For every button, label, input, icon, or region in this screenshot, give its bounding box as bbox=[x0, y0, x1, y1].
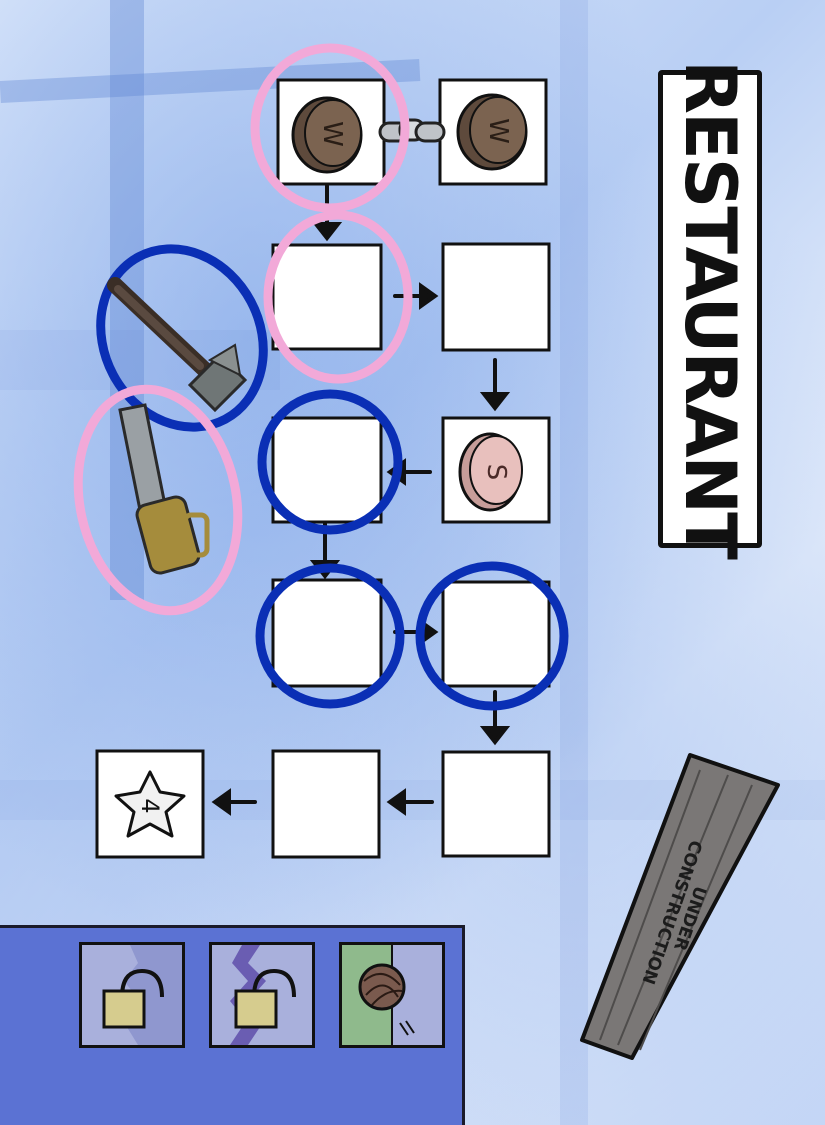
slot-7[interactable] bbox=[273, 580, 381, 686]
slot-4[interactable] bbox=[443, 244, 549, 350]
padlock-icon bbox=[236, 971, 294, 1027]
arrow-left-2-head bbox=[390, 792, 404, 812]
slot-8[interactable] bbox=[443, 582, 549, 686]
slot-6[interactable] bbox=[273, 418, 381, 522]
arrow-down-4-head bbox=[484, 728, 506, 742]
coin-2-label: W bbox=[478, 111, 518, 151]
yarn-card[interactable] bbox=[339, 942, 445, 1048]
arrow-right-1-head bbox=[421, 286, 435, 306]
star-reward-label: 4 bbox=[132, 788, 168, 824]
slot-9[interactable] bbox=[443, 752, 549, 856]
coin-1-label: W bbox=[312, 114, 352, 154]
arrow-left-3-head bbox=[215, 792, 229, 812]
lock-card-2[interactable] bbox=[209, 942, 315, 1048]
coin-3-label: S bbox=[476, 452, 516, 492]
chain-icon bbox=[380, 120, 444, 141]
slot-10[interactable] bbox=[273, 751, 379, 857]
slot-3[interactable] bbox=[273, 245, 381, 349]
arrow-down-1-head bbox=[316, 224, 338, 238]
arrow-down-2-head bbox=[484, 394, 506, 408]
lock-card-1[interactable] bbox=[79, 942, 185, 1048]
